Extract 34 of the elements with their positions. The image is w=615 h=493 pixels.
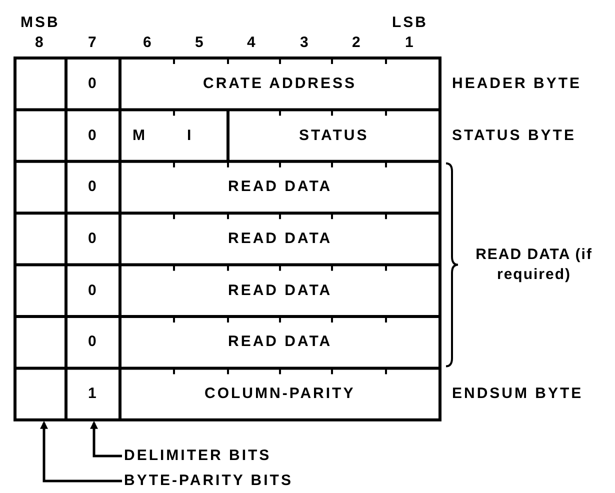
bit-number: 8 [35, 34, 46, 52]
bit-number: 1 [405, 34, 416, 52]
field-name: READ DATA [228, 230, 332, 248]
field-name: COLUMN-PARITY [204, 385, 356, 404]
bit-number: 5 [195, 34, 206, 52]
bit-value: 0 [88, 333, 98, 352]
bit-value: 0 [88, 178, 98, 196]
bit-value: 1 [88, 385, 98, 404]
bit-number: 4 [247, 34, 258, 52]
leader-line [40, 420, 122, 482]
field-name: READ DATA [228, 282, 332, 300]
leader-text: BYTE-PARITY BITS [124, 472, 293, 490]
bit-number: 7 [88, 34, 98, 52]
bit-value: 0 [88, 126, 98, 145]
bit-position-label: MSB [20, 14, 60, 32]
field-name: STATUS [299, 126, 369, 145]
row-label: ENDSUM BYTE [452, 385, 584, 404]
flag-name: M [132, 126, 147, 145]
bit-value: 0 [88, 74, 98, 93]
field-name: READ DATA [228, 178, 332, 196]
flag-name: I [187, 126, 194, 145]
bit-number: 6 [143, 34, 154, 52]
field-name: CRATE ADDRESS [203, 74, 357, 93]
row-label: STATUS BYTE [452, 126, 576, 145]
bit-value: 0 [88, 230, 98, 248]
bit-number: 2 [352, 34, 362, 52]
leader-text: DELIMITER BITS [124, 447, 272, 465]
field-name: READ DATA [228, 333, 332, 352]
leader-line [90, 420, 122, 458]
bit-number: 3 [300, 34, 310, 52]
bracket-label: READ DATA (if required) [474, 244, 594, 285]
bit-value: 0 [88, 282, 98, 300]
bit-position-label: LSB [392, 14, 428, 32]
row-label: HEADER BYTE [452, 74, 582, 93]
